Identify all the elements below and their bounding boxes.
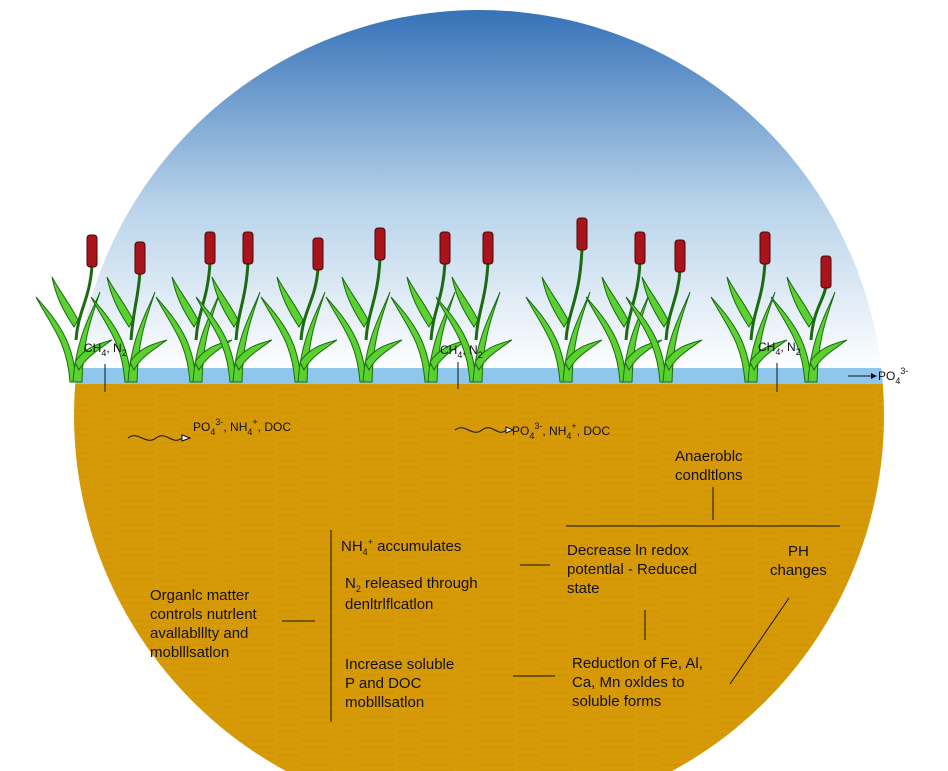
cattail-head	[759, 231, 771, 265]
cattail-stalk	[624, 261, 642, 341]
cattail-head	[634, 231, 646, 265]
n2-denitrification: N2 released through denltrlflcatlon	[345, 575, 478, 613]
cattail-stalk	[74, 264, 94, 341]
cattail-head	[134, 241, 146, 275]
gas-label: CH4, N2	[84, 341, 127, 358]
cattail-head	[204, 231, 216, 265]
cattail-stalk	[564, 247, 584, 341]
cattail-stalk	[364, 257, 382, 341]
cattail-stalk	[129, 271, 142, 341]
cattail-stalk	[299, 267, 320, 341]
cattail-stalk	[809, 285, 828, 341]
cattail-stalk	[749, 261, 767, 341]
cattail-head	[242, 231, 254, 265]
cattail-head	[674, 239, 686, 273]
cattail-stalk	[194, 261, 212, 341]
cattail-stalk	[664, 269, 682, 341]
cattail-head	[576, 217, 588, 251]
cattail-head	[374, 227, 386, 261]
nutrient-label: PO43-, NH4+, DOC	[193, 417, 291, 437]
cattail-head	[820, 255, 832, 289]
cattail-stalk	[234, 261, 250, 341]
cattail-head	[86, 234, 98, 268]
cattail-plants	[35, 217, 848, 383]
nutrient-label: PO43-, NH4+, DOC	[512, 421, 610, 441]
cattail-head	[312, 237, 324, 271]
cattail-stalk	[474, 261, 490, 341]
nh4-accumulates: NH4+ accumulates	[341, 537, 462, 557]
cattail-head	[482, 231, 494, 265]
gas-label: CH4, N2	[758, 340, 801, 357]
phosphate-outflow-label: PO43-	[878, 366, 909, 386]
cattail-stalk	[429, 261, 447, 341]
cattail-head	[439, 231, 451, 265]
gas-label: CH4, N2	[440, 343, 483, 360]
